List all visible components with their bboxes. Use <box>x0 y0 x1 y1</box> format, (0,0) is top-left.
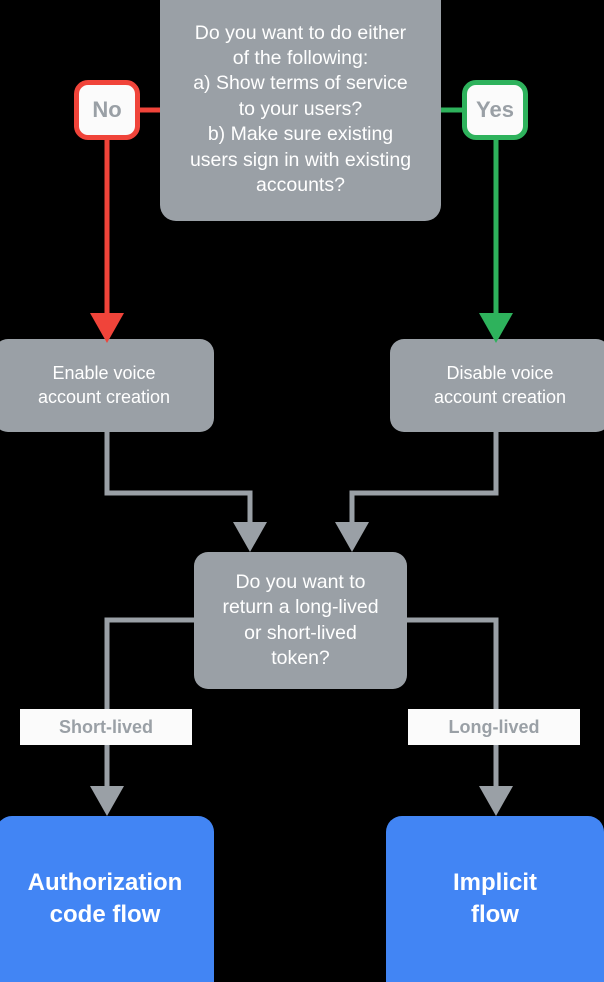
terminal-node-authorization-code-flow-label: Authorization code flow <box>27 869 183 928</box>
edge-decision-to-implicit-flow <box>407 617 499 791</box>
arrowhead-enable-merge <box>233 522 267 552</box>
process-node-enable-voice-account-creation[interactable]: Enable voice account creation <box>0 339 214 432</box>
terminal-node-implicit-flow[interactable]: Implicit flow <box>386 816 604 982</box>
branch-badge-yes-label: Yes <box>476 97 514 122</box>
edge-label-short-lived: Short-lived <box>20 709 192 745</box>
branch-badge-yes[interactable]: Yes <box>462 80 528 140</box>
arrowhead-no-to-enable <box>90 313 124 343</box>
edge-label-short-lived-text: Short-lived <box>58 716 153 737</box>
edge-label-long-lived: Long-lived <box>408 709 580 745</box>
decision-node-token-lifetime-label: Do you want to return a long-lived or sh… <box>222 570 379 669</box>
terminal-node-authorization-code-flow[interactable]: Authorization code flow <box>0 816 214 982</box>
edge-decision-to-auth-code-flow <box>104 617 194 791</box>
terminal-node-implicit-flow-label: Implicit flow <box>452 869 537 928</box>
arrowhead-yes-to-disable <box>479 313 513 343</box>
decision-node-terms-or-existing-accounts[interactable]: Do you want to do either of the followin… <box>160 0 441 221</box>
decision-node-token-lifetime[interactable]: Do you want to return a long-lived or sh… <box>194 552 407 689</box>
decision-node-terms-or-existing-accounts-label: Do you want to do either of the followin… <box>189 21 412 196</box>
arrowhead-disable-merge <box>335 522 369 552</box>
process-node-disable-voice-account-creation[interactable]: Disable voice account creation <box>390 339 604 432</box>
process-node-disable-voice-account-creation-label: Disable voice account creation <box>433 363 567 407</box>
arrowhead-implicit-flow <box>479 786 513 816</box>
process-node-enable-voice-account-creation-label: Enable voice account creation <box>37 363 171 407</box>
branch-badge-no[interactable]: No <box>74 80 140 140</box>
branch-badge-no-label: No <box>92 97 122 122</box>
edge-label-long-lived-text: Long-lived <box>448 716 540 737</box>
edge-enable-to-decision <box>104 432 253 527</box>
edge-disable-to-decision <box>349 432 499 527</box>
arrowhead-auth-code-flow <box>90 786 124 816</box>
